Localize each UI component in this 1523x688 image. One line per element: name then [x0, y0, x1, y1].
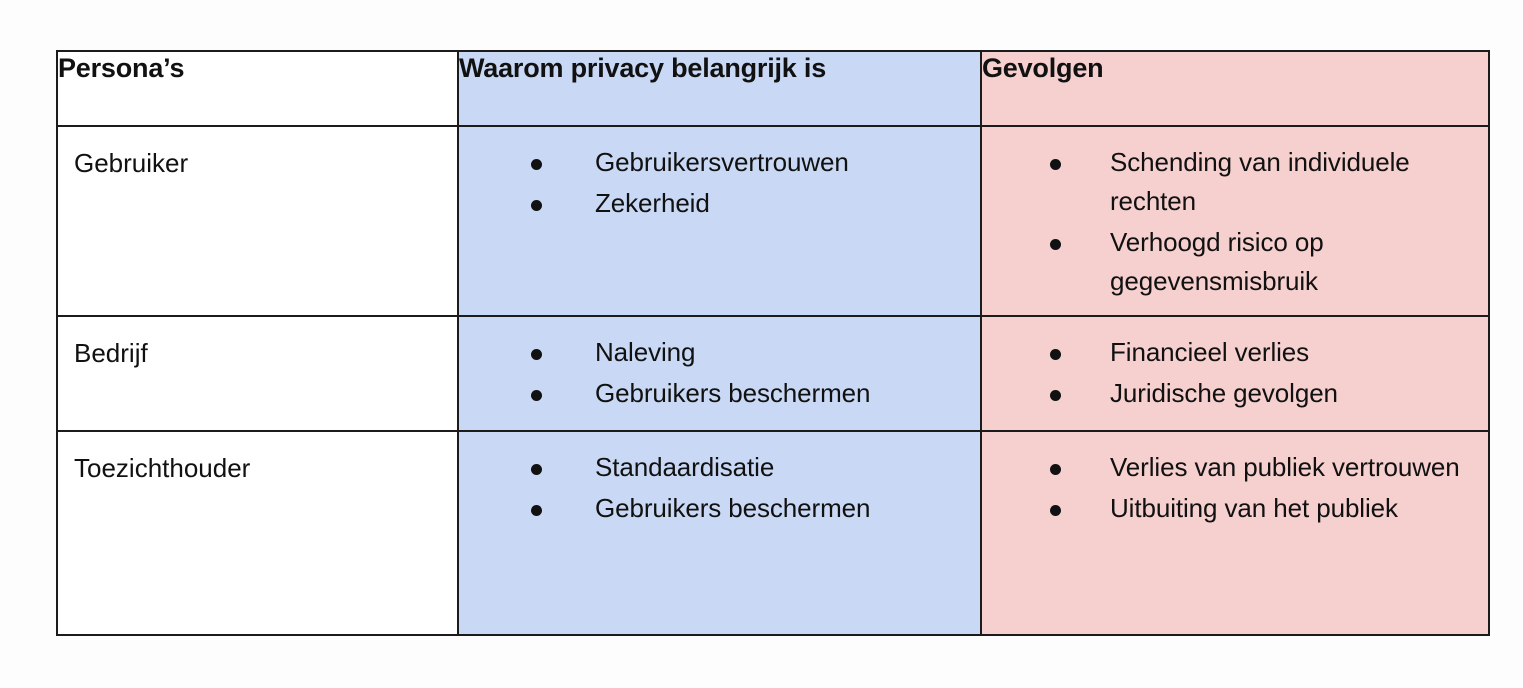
column-header-personas: Persona’s — [56, 50, 459, 127]
list-item-label: Gebruikersvertrouwen — [595, 147, 849, 177]
bullet-icon — [531, 159, 542, 170]
table-row: Toezichthouder Standaardisatie Gebruiker… — [56, 430, 1490, 636]
table-body: Gebruiker Gebruikersvertrouwen Zekerheid — [56, 125, 1490, 636]
bullet-icon — [531, 349, 542, 360]
list-item-label: Gebruikers beschermen — [595, 493, 871, 523]
bullet-icon — [1050, 390, 1061, 401]
cell-consequences: Schending van individuele rechten Verhoo… — [980, 125, 1490, 317]
list-item: Schending van individuele rechten — [992, 143, 1478, 221]
cell-persona-name: Toezichthouder — [56, 430, 459, 636]
list-item-label: Schending van individuele rechten — [1110, 147, 1410, 216]
reason-list: Naleving Gebruikers beschermen — [469, 333, 970, 413]
list-item-label: Zekerheid — [595, 188, 710, 218]
list-item: Zekerheid — [469, 184, 970, 223]
list-item: Gebruikers beschermen — [469, 374, 970, 413]
list-item: Gebruikers beschermen — [469, 489, 970, 528]
bullet-icon — [531, 390, 542, 401]
bullet-icon — [531, 505, 542, 516]
bullet-icon — [1050, 464, 1061, 475]
bullet-icon — [1050, 505, 1061, 516]
column-header-consequences: Gevolgen — [980, 50, 1490, 127]
list-item: Verlies van publiek vertrouwen — [992, 448, 1478, 487]
list-item-label: Uitbuiting van het publiek — [1110, 493, 1398, 523]
bullet-icon — [531, 200, 542, 211]
bullet-icon — [531, 464, 542, 475]
consequence-list: Schending van individuele rechten Verhoo… — [992, 143, 1478, 301]
cell-persona-name: Bedrijf — [56, 315, 459, 432]
list-item-label: Verhoogd risico op gegevensmisbruik — [1110, 227, 1324, 296]
list-item: Naleving — [469, 333, 970, 372]
list-item-label: Verlies van publiek vertrouwen — [1110, 452, 1460, 482]
persona-privacy-table: Persona’s Waarom privacy belangrijk is G… — [56, 50, 1490, 636]
list-item-label: Gebruikers beschermen — [595, 378, 871, 408]
consequence-list: Verlies van publiek vertrouwen Uitbuitin… — [992, 448, 1478, 528]
table-row: Bedrijf Naleving Gebruikers beschermen — [56, 315, 1490, 432]
reason-list: Gebruikersvertrouwen Zekerheid — [469, 143, 970, 223]
list-item: Uitbuiting van het publiek — [992, 489, 1478, 528]
header-row: Persona’s Waarom privacy belangrijk is G… — [56, 50, 1490, 127]
cell-persona-name: Gebruiker — [56, 125, 459, 317]
list-item: Juridische gevolgen — [992, 374, 1478, 413]
list-item: Financieel verlies — [992, 333, 1478, 372]
table-header: Persona’s Waarom privacy belangrijk is G… — [56, 50, 1490, 127]
cell-consequences: Financieel verlies Juridische gevolgen — [980, 315, 1490, 432]
reason-list: Standaardisatie Gebruikers beschermen — [469, 448, 970, 528]
cell-reasons: Naleving Gebruikers beschermen — [457, 315, 982, 432]
list-item-label: Standaardisatie — [595, 452, 775, 482]
list-item: Gebruikersvertrouwen — [469, 143, 970, 182]
bullet-icon — [1050, 349, 1061, 360]
table-row: Gebruiker Gebruikersvertrouwen Zekerheid — [56, 125, 1490, 317]
bullet-icon — [1050, 239, 1061, 250]
list-item-label: Naleving — [595, 337, 696, 367]
list-item: Verhoogd risico op gegevensmisbruik — [992, 223, 1478, 301]
list-item: Standaardisatie — [469, 448, 970, 487]
cell-consequences: Verlies van publiek vertrouwen Uitbuitin… — [980, 430, 1490, 636]
column-header-why-privacy-matters: Waarom privacy belangrijk is — [457, 50, 982, 127]
cell-reasons: Gebruikersvertrouwen Zekerheid — [457, 125, 982, 317]
cell-reasons: Standaardisatie Gebruikers beschermen — [457, 430, 982, 636]
list-item-label: Juridische gevolgen — [1110, 378, 1338, 408]
bullet-icon — [1050, 159, 1061, 170]
list-item-label: Financieel verlies — [1110, 337, 1310, 367]
consequence-list: Financieel verlies Juridische gevolgen — [992, 333, 1478, 413]
